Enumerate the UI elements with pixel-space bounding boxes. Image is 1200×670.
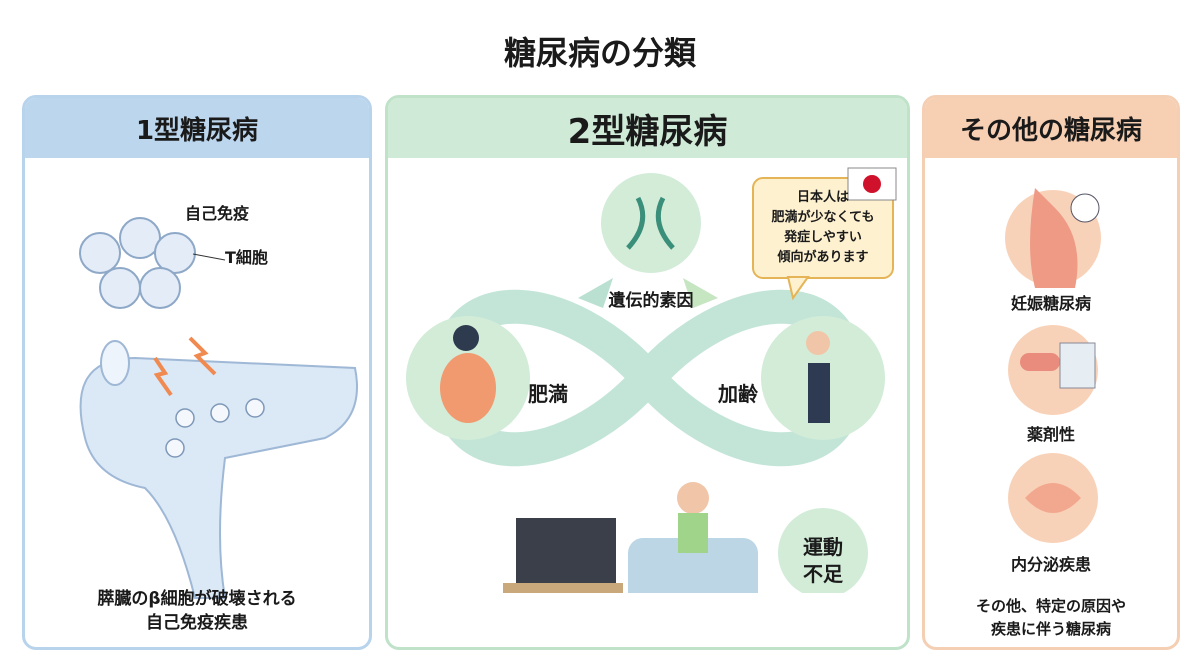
callout-bubble (752, 177, 894, 279)
type2-panel: 2型糖尿病 遺伝的素因 肥満 加齢 運動 不足 日本人は 肥満が少なくても 発症… (385, 95, 910, 650)
type1-heading: 1型糖尿病 (25, 98, 369, 158)
tv-stand (503, 583, 623, 593)
exercise-label-2: 不足 (803, 562, 843, 586)
elderly-person-icon (808, 363, 830, 423)
other-item-drug-induced: 薬剤性 (1026, 425, 1075, 444)
tcell-pointer (192, 253, 226, 261)
type1-panel: 1型糖尿病 自己免疫 T細胞 膵臓のβ細胞が破壊される 自己免疫疾患 (22, 95, 372, 650)
other-item-endocrine: 内分泌疾患 (1010, 555, 1091, 574)
attack-lightning-icon (188, 336, 217, 376)
other-panel: その他の糖尿病 妊娠糖尿病 薬剤性 内分泌疾患 その他、特定の原因や 疾患に伴う… (922, 95, 1180, 650)
type1-description-1: 膵臓のβ細胞が破壊される (97, 589, 297, 609)
callout-line: 発症しやすい (784, 230, 862, 245)
other-footer-1: その他、特定の原因や (975, 597, 1126, 615)
tcell-label: T細胞 (225, 248, 268, 267)
sugar-cube-icon (1070, 193, 1100, 223)
t-cell-cluster (79, 217, 196, 309)
callout-line: 日本人は (796, 190, 849, 205)
sofa-icon (628, 538, 758, 593)
exercise-circle (778, 508, 868, 593)
other-heading: その他の糖尿病 (925, 98, 1177, 158)
sitting-person-icon (677, 482, 709, 514)
page-title: 糖尿病の分類 (503, 34, 696, 72)
dna-circle (601, 173, 701, 273)
arrow-to-genetic (683, 278, 718, 308)
pancreas-shape (79, 356, 358, 599)
other-footer-2: 疾患に伴う糖尿病 (990, 620, 1111, 638)
callout-text: 日本人は 肥満が少なくても 発症しやすい 傾向があります (753, 188, 893, 268)
other-item-gestational: 妊娠糖尿病 (1010, 294, 1091, 313)
type2-heading: 2型糖尿病 (388, 98, 907, 158)
callout-line: 傾向があります (777, 250, 869, 265)
tv-icon (516, 518, 616, 588)
beta-cells (165, 398, 265, 458)
other-icons (1005, 188, 1101, 543)
obesity-label: 肥満 (528, 382, 568, 406)
aging-label: 加齢 (718, 382, 758, 406)
dna-icon (626, 196, 675, 250)
autoimmune-label: 自己免疫 (185, 204, 250, 223)
risk-loop-diagram (406, 167, 897, 593)
type1-description-2: 自己免疫疾患 (146, 613, 248, 633)
genetic-label: 遺伝的素因 (608, 291, 694, 311)
exercise-label-1: 運動 (803, 535, 843, 559)
duct-opening (100, 340, 130, 386)
obese-person-icon (440, 353, 496, 423)
pancreas-illustration (79, 217, 358, 599)
arrow-to-genetic (578, 278, 613, 308)
attack-lightning-icon (153, 356, 173, 397)
callout-line: 肥満が少なくても (771, 210, 875, 225)
